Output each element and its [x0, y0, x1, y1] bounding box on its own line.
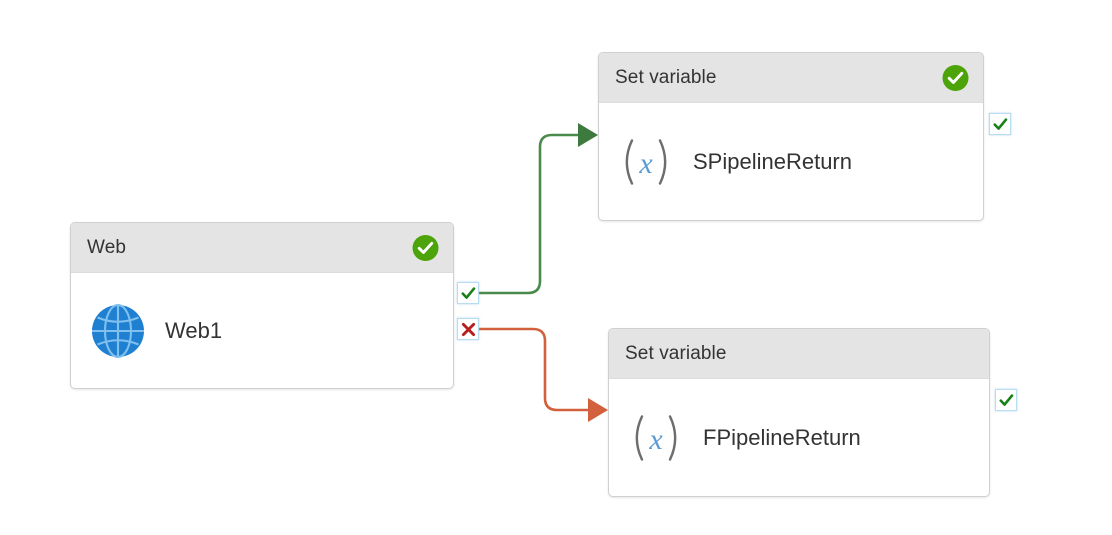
- edge-web-success-to-spipelinereturn: [476, 123, 598, 295]
- node-body-set-variable-success: x SPipelineReturn: [599, 103, 983, 221]
- green-check-icon: [999, 393, 1013, 406]
- node-header-web: Web: [71, 223, 453, 273]
- node-title-web: Web: [87, 236, 127, 258]
- node-body-set-variable-failure: x FPipelineReturn: [609, 379, 989, 497]
- arrowhead-success-icon: [578, 123, 598, 147]
- globe-icon: [89, 302, 147, 360]
- port-web-failure-output[interactable]: [457, 318, 479, 340]
- expression-x-icon: x: [617, 133, 675, 191]
- node-body-web: Web1: [71, 273, 453, 389]
- green-check-icon: [993, 117, 1007, 130]
- green-check-circle-icon: [942, 64, 969, 91]
- port-set-variable-success-output[interactable]: [989, 113, 1011, 135]
- activity-node-set-variable-failure[interactable]: Set variable x FPipelineReturn: [608, 328, 990, 497]
- node-label-web: Web1: [165, 318, 223, 343]
- red-x-icon: [461, 322, 475, 336]
- port-set-variable-failure-output[interactable]: [995, 389, 1017, 411]
- svg-text:x: x: [648, 423, 663, 456]
- node-header-set-variable-failure: Set variable: [609, 329, 989, 379]
- arrowhead-failure-icon: [588, 398, 608, 422]
- node-label-set-variable-failure: FPipelineReturn: [703, 425, 861, 450]
- node-title-set-variable-failure: Set variable: [625, 342, 727, 364]
- port-web-success-output[interactable]: [457, 282, 479, 304]
- node-label-set-variable-success: SPipelineReturn: [693, 149, 852, 174]
- green-check-icon: [461, 286, 475, 299]
- node-title-set-variable-success: Set variable: [615, 66, 717, 88]
- activity-node-web[interactable]: Web Web1: [70, 222, 454, 389]
- expression-x-icon: x: [627, 409, 685, 467]
- node-header-set-variable-success: Set variable: [599, 53, 983, 103]
- green-check-circle-icon: [412, 234, 439, 261]
- svg-text:x: x: [638, 147, 653, 180]
- activity-node-set-variable-success[interactable]: Set variable x SPipelineReturn: [598, 52, 984, 221]
- edge-web-failure-to-fpipelinereturn: [476, 327, 608, 422]
